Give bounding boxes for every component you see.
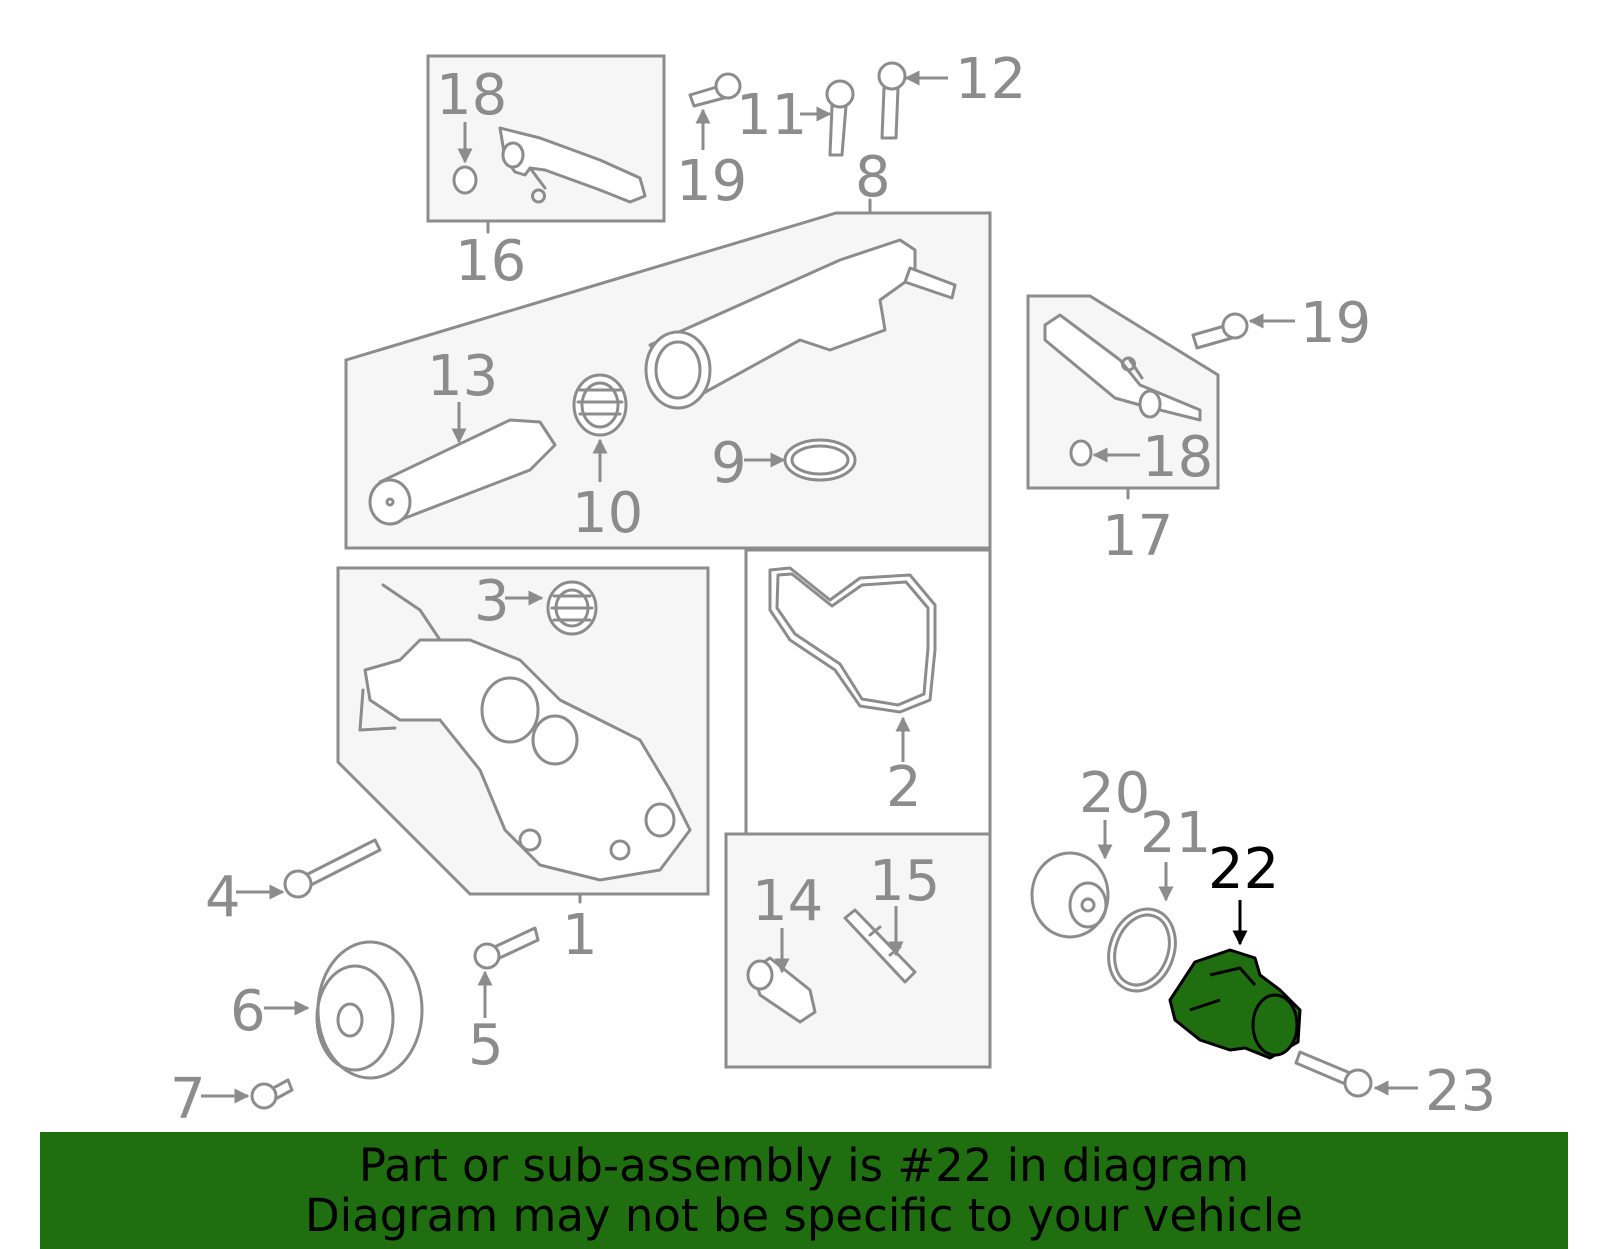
banner-line-2: Diagram may not be specific to your vehi… [305, 1188, 1303, 1242]
callout-4: 4 [205, 865, 241, 930]
callout-7: 7 [170, 1067, 206, 1132]
callout-18-top: 18 [436, 63, 507, 128]
panel-17: 18 17 [1026, 294, 1220, 569]
callout-11: 11 [736, 83, 807, 148]
callout-18-right: 18 [1142, 425, 1213, 490]
bolt-12-icon [880, 86, 900, 140]
thermostat-housing-22-highlight [1168, 948, 1302, 1060]
pulley-6-icon [316, 940, 424, 1080]
callout-15: 15 [869, 849, 940, 914]
thermostat-20-icon [1030, 851, 1110, 939]
callout-6: 6 [230, 979, 266, 1044]
callout-19-right: 19 [1300, 291, 1371, 356]
callout-17: 17 [1102, 504, 1173, 569]
callout-16: 16 [455, 229, 526, 294]
panel-8: 8 13 10 9 [344, 145, 992, 550]
callout-10: 10 [572, 481, 643, 546]
callout-5: 5 [468, 1013, 504, 1078]
callout-9: 9 [711, 431, 747, 496]
callout-2: 2 [886, 755, 922, 820]
callout-19-top: 19 [676, 149, 747, 214]
bolt-19-right: 19 [1191, 291, 1371, 356]
info-banner: Part or sub-assembly is #22 in diagram D… [40, 1132, 1568, 1249]
thermostat-parts: 20 21 22 23 [1030, 761, 1496, 1124]
panel-16: 18 16 [426, 54, 666, 294]
banner-line-1: Part or sub-assembly is #22 in diagram [358, 1138, 1250, 1192]
callout-3: 3 [474, 569, 510, 634]
panel-1: 3 1 [336, 566, 710, 968]
coolant-pipe-8-icon [648, 238, 917, 397]
o-ring-18-right-icon [1069, 439, 1093, 467]
gasket-2-icon [768, 566, 937, 714]
sensor-15-icon [843, 908, 917, 984]
bolt-11-icon [828, 104, 848, 157]
seal-21-icon [1107, 907, 1177, 993]
o-ring-18-icon [452, 165, 478, 195]
panel-2: 2 [744, 548, 992, 836]
panel-14-15: 14 15 [724, 832, 992, 1069]
callout-1: 1 [562, 903, 598, 968]
callout-22: 22 [1208, 837, 1279, 902]
callout-21: 21 [1140, 801, 1211, 866]
bolts-top: 19 11 12 [676, 47, 1026, 214]
callout-23: 23 [1425, 1059, 1496, 1124]
callout-13: 13 [427, 344, 498, 409]
water-pump-housing-1-icon [363, 638, 692, 882]
callout-20: 20 [1079, 761, 1150, 826]
callout-8: 8 [855, 145, 891, 210]
bottom-left-parts: 4 5 6 7 [170, 838, 540, 1132]
coolant-tube-16-icon [498, 126, 647, 204]
callout-14: 14 [752, 869, 823, 934]
callout-12: 12 [955, 47, 1026, 112]
